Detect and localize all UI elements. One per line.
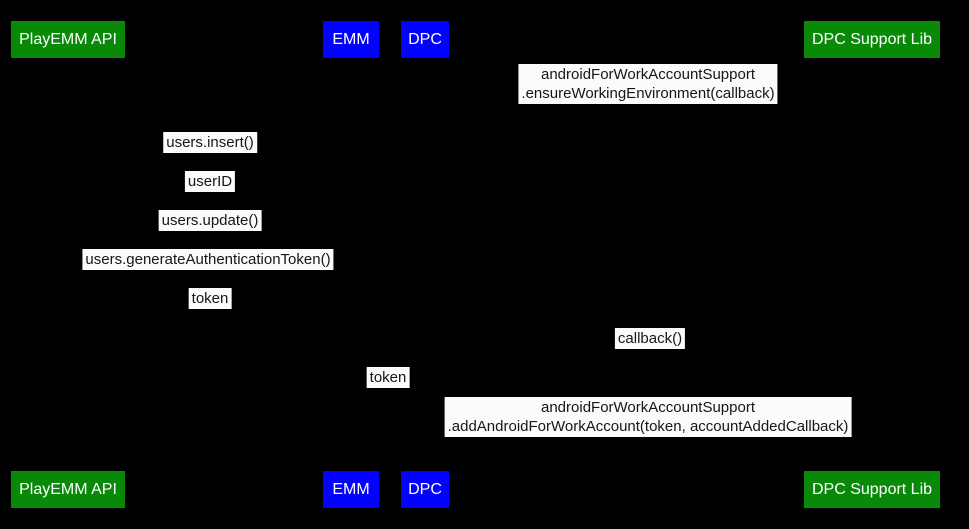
actor-dpc-support-lib-top: DPC Support Lib — [804, 21, 940, 58]
message-line: token — [369, 369, 407, 386]
message-line: users.update() — [161, 212, 259, 229]
message-line: androidForWorkAccountSupport — [541, 399, 755, 416]
message-users-update: users.update() — [158, 210, 262, 231]
message-ensure-working-environment: androidForWorkAccountSupport .ensureWork… — [518, 64, 778, 104]
message-callback: callback() — [614, 328, 686, 349]
message-token-to-dpc: token — [366, 367, 410, 388]
message-line: .ensureWorkingEnvironment(callback) — [521, 85, 775, 102]
message-token-to-emm: token — [188, 288, 232, 309]
message-line: userID — [187, 173, 233, 190]
actor-emm-bottom: EMM — [323, 471, 379, 508]
message-users-insert: users.insert() — [163, 132, 257, 153]
message-add-android-for-work-account: androidForWorkAccountSupport .addAndroid… — [444, 397, 852, 437]
message-line: callback() — [617, 330, 683, 347]
message-line: androidForWorkAccountSupport — [540, 66, 755, 83]
message-users-generate-authentication-token: users.generateAuthenticationToken() — [82, 249, 334, 270]
message-line: token — [191, 290, 229, 307]
message-user-id: userID — [184, 171, 236, 192]
actor-dpc-bottom: DPC — [401, 471, 449, 508]
actor-dpc-top: DPC — [401, 21, 449, 58]
message-line: .addAndroidForWorkAccount(token, account… — [447, 418, 849, 435]
message-line: users.generateAuthenticationToken() — [85, 251, 331, 268]
actor-dpc-support-lib-bottom: DPC Support Lib — [804, 471, 940, 508]
actor-emm-top: EMM — [323, 21, 379, 58]
message-line: users.insert() — [166, 134, 254, 151]
actor-playemm-api-bottom: PlayEMM API — [11, 471, 125, 508]
actor-playemm-api-top: PlayEMM API — [11, 21, 125, 58]
